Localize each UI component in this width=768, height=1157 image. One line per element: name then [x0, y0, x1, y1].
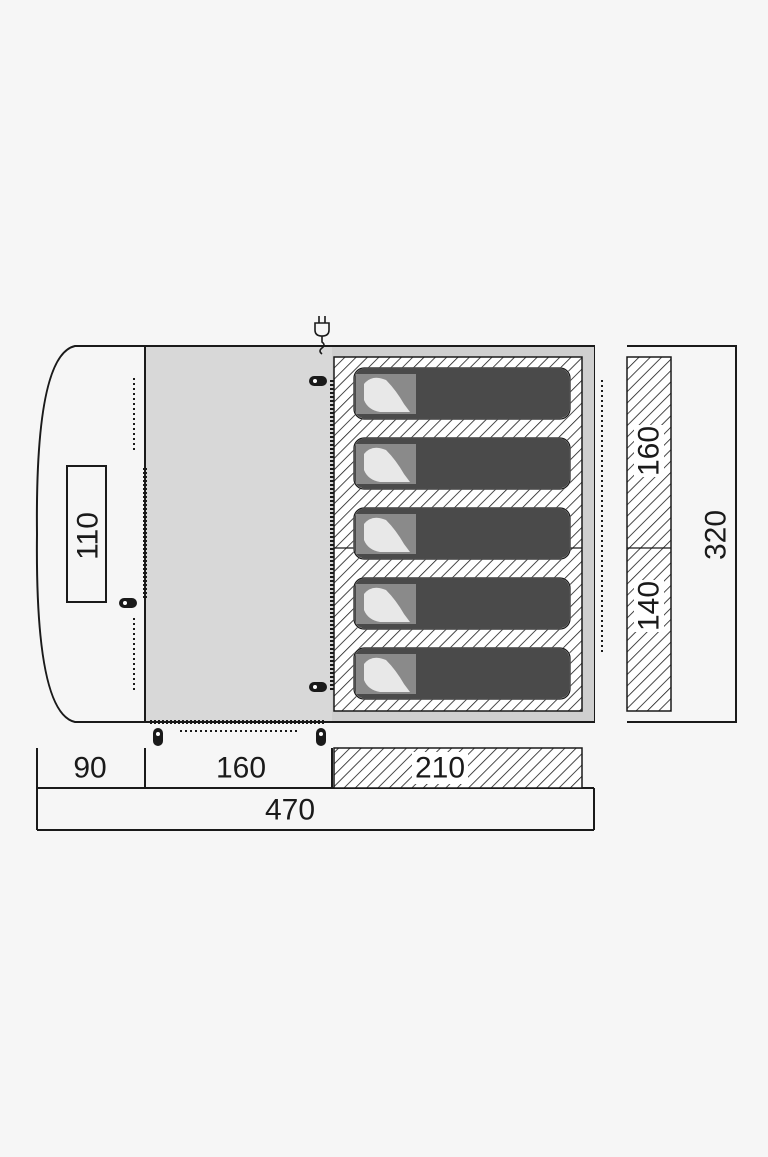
bedroom-depth-label-group: 210 [412, 752, 468, 785]
sleeping-bag-icon [353, 507, 571, 560]
sleeping-bag-icon [353, 367, 571, 420]
svg-text:140: 140 [633, 581, 666, 631]
pole-peg-icon [153, 728, 163, 746]
bedroom-width-upper-label: 160 [633, 425, 666, 477]
porch-depth-label: 90 [73, 752, 106, 785]
sleeping-bags [353, 367, 571, 700]
power-plug-icon [314, 316, 330, 355]
svg-text:110: 110 [72, 512, 105, 560]
total-width-bracket [627, 345, 737, 723]
total-width-label: 320 [700, 510, 733, 560]
door-width-label: 110 [72, 512, 105, 560]
pole-peg-icon [119, 598, 137, 608]
sleeping-bag-icon [353, 647, 571, 700]
pole-peg-icon [309, 376, 327, 386]
bedroom-depth-label: 210 [415, 752, 465, 785]
porch-door-frame [66, 465, 107, 603]
svg-text:320: 320 [700, 510, 733, 560]
sleeping-bag-icon [353, 577, 571, 630]
svg-text:160: 160 [633, 426, 666, 476]
pole-peg-icon [316, 728, 326, 746]
sleeping-bag-icon [353, 437, 571, 490]
side-width-hatch [626, 356, 672, 712]
pole-peg-icon [309, 682, 327, 692]
living-depth-label: 160 [216, 752, 266, 785]
total-length-label: 470 [265, 794, 315, 827]
living-area [145, 347, 332, 721]
bedroom-width-lower-label: 140 [633, 580, 666, 632]
